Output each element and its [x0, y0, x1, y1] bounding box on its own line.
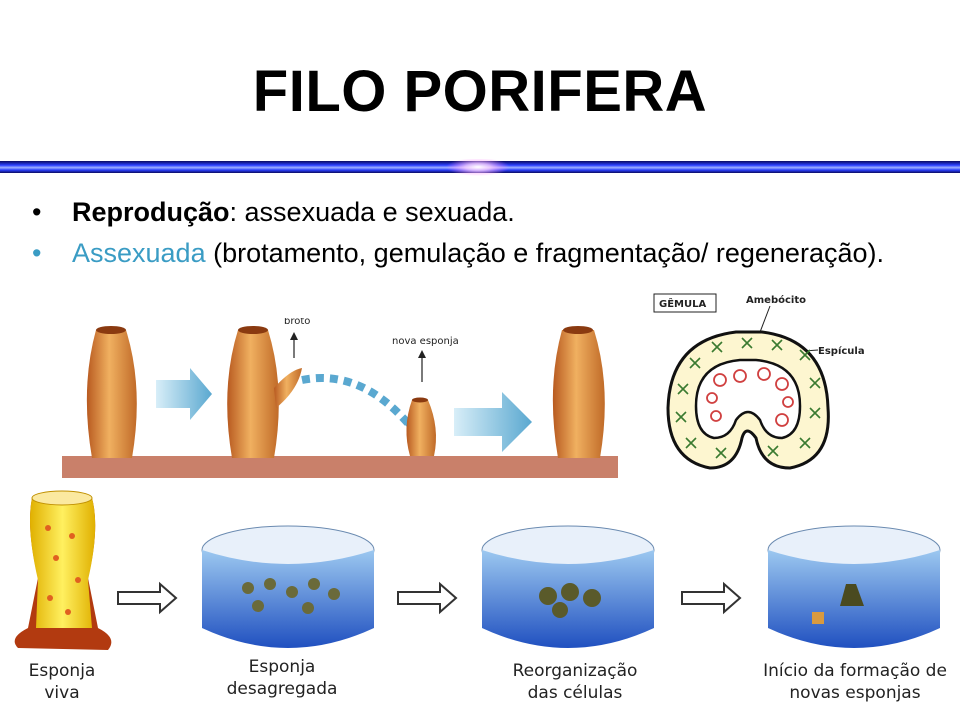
bullet-assexuada: • Assexuada (brotamento, gemulação e fra…	[32, 237, 912, 270]
label-spicule: Espícula	[818, 345, 865, 357]
gemmule-title: GÊMULA	[659, 297, 706, 310]
bullet-reproducao: • Reprodução: assexuada e sexuada.	[32, 196, 912, 229]
adult-sponge	[87, 330, 137, 458]
bullet-text: : assexuada e sexuada.	[230, 197, 515, 227]
bullet-accent-term: Assexuada	[72, 238, 206, 268]
label-amebocyte: Amebócito	[746, 294, 806, 306]
caption-live-sponge: Esponja viva	[14, 660, 110, 704]
label-new-sponge: nova esponja	[392, 336, 459, 347]
bullet-dot: •	[32, 237, 41, 270]
title-divider	[0, 159, 960, 177]
caption-disaggregated: Esponja desagregada	[212, 656, 352, 700]
bullet-dot: •	[32, 196, 41, 229]
bullet-list: • Reprodução: assexuada e sexuada. • Ass…	[32, 196, 912, 278]
regeneration-sequence	[8, 488, 952, 678]
label-bud: broto	[284, 318, 310, 327]
caption-reorganization: Reorganização das células	[500, 660, 650, 704]
slide-title: FILO PORIFERA	[0, 58, 960, 125]
caption-new-sponges: Início da formação de novas esponjas	[760, 660, 950, 704]
bullet-bold-term: Reprodução	[72, 197, 230, 227]
bullet-text: (brotamento, gemulação e fragmentação/ r…	[206, 238, 884, 268]
gemmule-diagram: GÊMULA Amebócito Espícula	[650, 288, 880, 478]
budding-illustration: broto nova esponja	[62, 318, 622, 478]
